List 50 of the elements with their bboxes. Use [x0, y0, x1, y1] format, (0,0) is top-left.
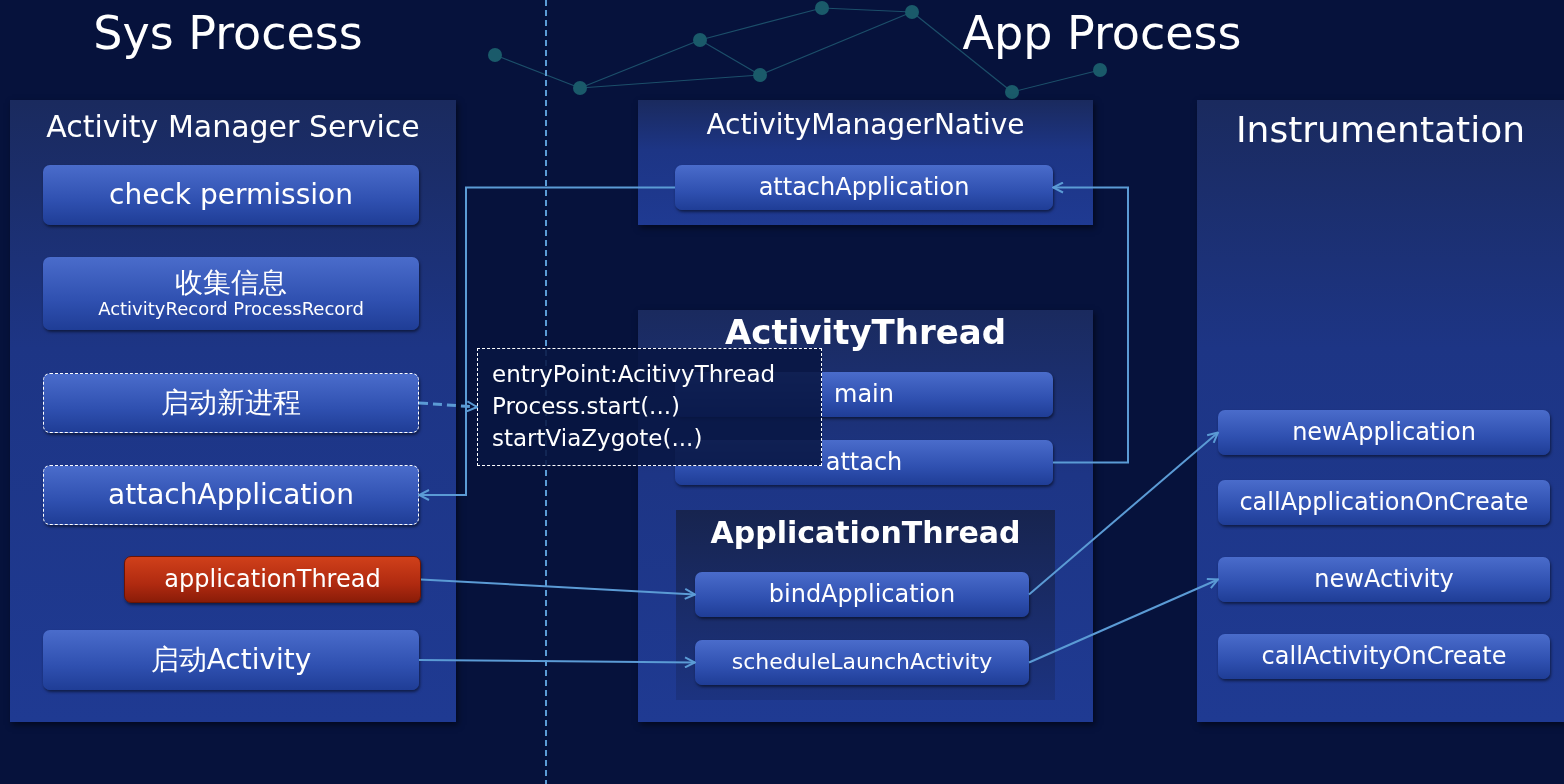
method-box: [43, 373, 419, 433]
method-box: [695, 640, 1029, 685]
service-panel: [10, 100, 456, 722]
box-label: main: [834, 381, 894, 408]
note-text: entryPoint:AcitivyThread: [492, 362, 777, 388]
method-box: [695, 572, 1029, 617]
method-box: [1218, 634, 1550, 679]
box-label: attach: [825, 449, 903, 476]
arrow: [418, 656, 696, 669]
box-label: ActivityRecord ProcessRecord: [98, 299, 364, 319]
arrow: [418, 186, 676, 501]
method-box: [1218, 480, 1550, 525]
arrow: [420, 578, 696, 600]
box-label: callApplicationOnCreate: [1239, 489, 1529, 516]
parameter-box: [124, 556, 421, 603]
box-label: attachApplication: [108, 479, 354, 511]
method-box: [43, 630, 419, 690]
method-box: [1218, 410, 1550, 455]
arrow: [1028, 431, 1219, 596]
method-box: [675, 165, 1053, 210]
panel-heading: ActivityManagerNative: [705, 110, 1026, 141]
note-text: startViaZygote(...): [492, 426, 704, 452]
class-panel: [1197, 100, 1564, 722]
class-panel: [638, 100, 1093, 225]
panel-heading: Instrumentation: [1234, 110, 1527, 150]
panel-heading: Activity Manager Service: [45, 110, 421, 143]
box-label: 启动Activity: [150, 644, 312, 676]
arrow: [1052, 181, 1129, 464]
box-label: newApplication: [1292, 419, 1476, 446]
method-box: [43, 465, 419, 525]
panel-heading: ApplicationThread: [709, 516, 1022, 549]
arrow: [1028, 577, 1219, 664]
box-label: bindApplication: [768, 581, 956, 608]
box-label: 收集信息: [175, 268, 287, 299]
class-panel: [676, 510, 1055, 700]
box-label: applicationThread: [164, 566, 381, 593]
box-label: newActivity: [1314, 566, 1454, 593]
box-label: check permission: [109, 179, 353, 211]
box-label: callActivityOnCreate: [1261, 643, 1507, 670]
method-box: [43, 257, 419, 330]
box-label: scheduleLaunchActivity: [731, 650, 993, 675]
column-heading: App Process: [961, 8, 1243, 59]
box-label: 启动新进程: [161, 387, 301, 419]
arrow: [418, 400, 478, 413]
method-box: [43, 165, 419, 225]
panel-heading: ActivityThread: [723, 314, 1008, 352]
column-heading: Sys Process: [92, 8, 364, 59]
box-label: attachApplication: [758, 174, 970, 201]
note-text: Process.start(...): [492, 394, 681, 420]
method-box: [1218, 557, 1550, 602]
